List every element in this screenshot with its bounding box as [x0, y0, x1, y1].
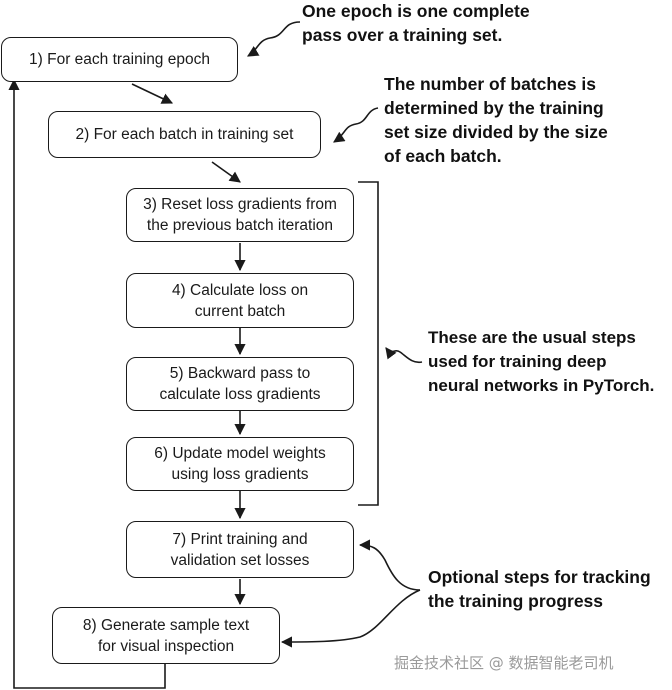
loop-back-arrow: [8, 78, 166, 689]
step-8-line-1: 8) Generate sample text: [82, 616, 250, 634]
step-5-line-2: calculate loss gradients: [159, 386, 321, 403]
usual-steps-annotation-line-3: neural networks in PyTorch.: [428, 376, 655, 395]
batches-annotation-line-3: set size divided by the size: [384, 122, 608, 142]
arrow-1-to-2: [131, 83, 174, 104]
batches-annotation-line-2: determined by the training: [384, 98, 604, 118]
step-3-line-2: the previous batch iteration: [146, 217, 334, 234]
epoch-annotation-line-2: pass over a training set.: [302, 25, 503, 45]
step-3-box: 3) Reset loss gradients from the previou…: [126, 188, 354, 242]
step-8-line-2: for visual inspection: [97, 637, 235, 655]
usual-steps-annotation-line-2: used for training deep: [428, 352, 607, 371]
watermark: 掘金技术社区 @ 数据智能老司机: [394, 654, 614, 672]
step-4-line-2: current batch: [194, 302, 286, 320]
arrow-2-to-3: [211, 161, 241, 183]
usual-steps-annotation: These are the usual steps used for train…: [428, 326, 654, 398]
step-7-line-2: validation set losses: [170, 551, 310, 569]
epoch-callout-arrow: [247, 21, 301, 57]
optional-steps-annotation-line-2: the training progress: [428, 591, 604, 611]
usual-callout-arrow: [385, 347, 423, 364]
optional-callout-arrow-8: [280, 589, 421, 648]
step-2-box: 2) For each batch in training set: [48, 111, 321, 158]
step-1-line-1: 1) For each training epoch: [29, 51, 210, 68]
optional-callout-arrow-7: [358, 539, 421, 591]
step-5-box: 5) Backward pass to calculate loss gradi…: [126, 357, 354, 411]
step-2-line-1: 2) For each batch in training set: [75, 126, 294, 143]
step-4-line-1: 4) Calculate loss on: [171, 281, 309, 299]
batches-annotation-line-1: The number of batches is: [384, 74, 596, 94]
step-3-line-1: 3) Reset loss gradients from: [143, 196, 337, 213]
usual-steps-bracket: [358, 181, 379, 506]
batches-callout-arrow: [333, 107, 379, 143]
usual-steps-annotation-line-1: These are the usual steps: [428, 328, 636, 347]
step-1-box: 1) For each training epoch: [1, 37, 238, 82]
optional-steps-annotation-line-1: Optional steps for tracking: [428, 567, 651, 587]
optional-steps-annotation: Optional steps for tracking the training…: [428, 565, 651, 613]
step-5-line-1: 5) Backward pass to: [169, 365, 311, 382]
batches-annotation-line-4: of each batch.: [384, 146, 502, 166]
epoch-annotation-line-1: One epoch is one complete: [302, 1, 530, 21]
step-8-box: 8) Generate sample text for visual inspe…: [52, 607, 280, 664]
step-7-box: 7) Print training and validation set los…: [126, 521, 354, 578]
step-6-box: 6) Update model weights using loss gradi…: [126, 437, 354, 491]
step-4-box: 4) Calculate loss on current batch: [126, 273, 354, 328]
step-6-line-1: 6) Update model weights: [154, 445, 326, 462]
batches-annotation: The number of batches is determined by t…: [384, 72, 608, 168]
epoch-annotation: One epoch is one complete pass over a tr…: [302, 0, 530, 47]
step-6-line-2: using loss gradients: [171, 466, 309, 483]
step-7-line-1: 7) Print training and: [172, 530, 308, 548]
